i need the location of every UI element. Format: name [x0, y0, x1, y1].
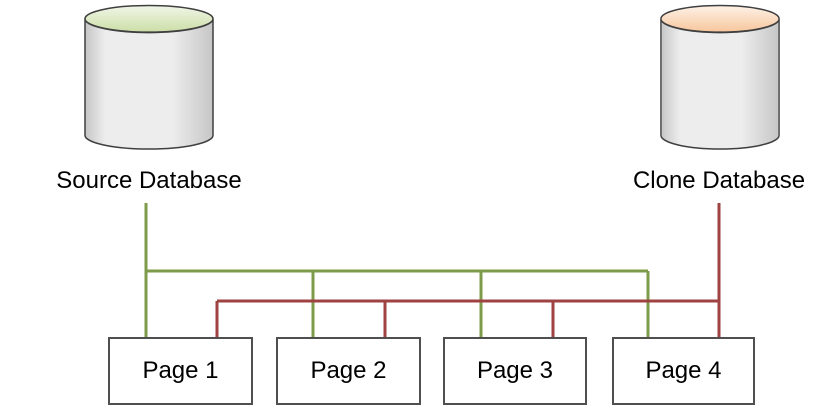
clone-to-pages-connector	[215, 203, 721, 337]
source-database-icon	[84, 4, 214, 150]
source-database-label: Source Database	[56, 167, 242, 194]
page-1-label: Page 1	[142, 357, 219, 384]
page-4-label: Page 4	[645, 357, 722, 384]
cylinder-body	[84, 18, 214, 150]
page-1-node: Page 1	[108, 337, 253, 405]
source-to-pages-connector	[144, 203, 650, 337]
cylinder-top	[84, 4, 214, 33]
page-2-label: Page 2	[310, 357, 387, 384]
clone-database-icon	[660, 4, 780, 150]
cylinder-top	[660, 4, 780, 33]
page-4-node: Page 4	[612, 337, 755, 405]
page-3-label: Page 3	[476, 357, 554, 384]
clone-database-label: Clone Database	[632, 167, 806, 194]
page-3-node: Page 3	[443, 337, 587, 405]
cylinder-body	[660, 18, 780, 150]
page-2-node: Page 2	[276, 337, 421, 405]
